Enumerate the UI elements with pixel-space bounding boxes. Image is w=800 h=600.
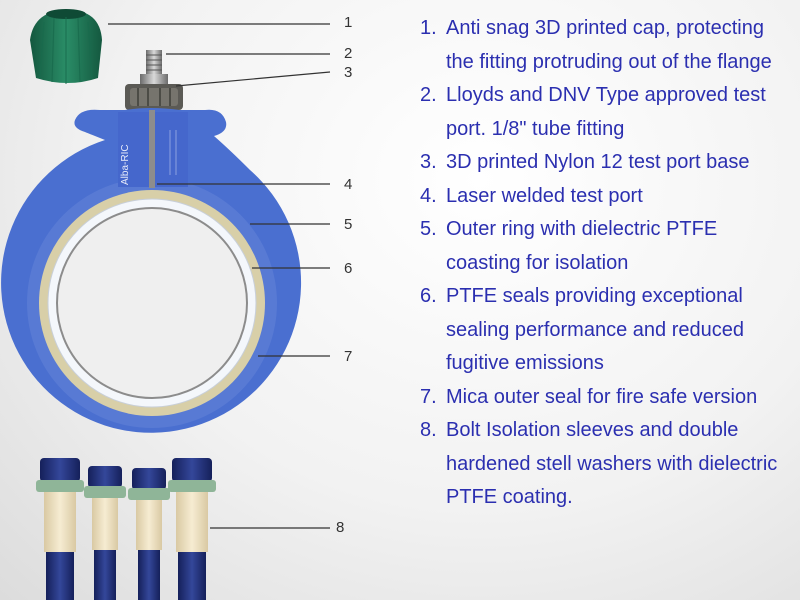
legend-text: PTFE seals providing exceptional sealing… bbox=[446, 285, 744, 374]
callout-4: 4 bbox=[344, 176, 353, 193]
callout-8: 8 bbox=[336, 519, 345, 536]
legend-text: Outer ring with dielectric PTFE coasting… bbox=[446, 218, 718, 274]
legend-text: Bolt Isolation sleeves and double harden… bbox=[446, 419, 778, 508]
nylon-test-port-base bbox=[125, 84, 183, 110]
bolt bbox=[128, 468, 170, 600]
bolt-isolation-set bbox=[36, 458, 216, 600]
legend-text: Anti snag 3D printed cap, protecting the… bbox=[446, 17, 772, 73]
legend-item-4: 4. Laser welded test port bbox=[420, 180, 795, 214]
legend-number: 3. bbox=[420, 151, 437, 173]
laser-welded-test-port bbox=[149, 110, 155, 188]
logo-text: Alba-RIC bbox=[120, 144, 131, 185]
inner-bore bbox=[56, 207, 248, 399]
legend-text: Mica outer seal for fire safe version bbox=[446, 385, 758, 408]
component-legend: 1. Anti snag 3D printed cap, protecting t… bbox=[420, 12, 795, 515]
legend-number: 8. bbox=[420, 419, 437, 441]
legend-number: 5. bbox=[420, 218, 437, 240]
legend-text: 3D printed Nylon 12 test port base bbox=[446, 151, 750, 173]
bolt bbox=[84, 466, 126, 600]
legend-item-5: 5. Outer ring with dielectric PTFE coasti… bbox=[420, 213, 795, 280]
legend-number: 4. bbox=[420, 184, 437, 207]
legend-item-3: 3. 3D printed Nylon 12 test port base bbox=[420, 146, 795, 180]
legend-item-6: 6. PTFE seals providing exceptional seali… bbox=[420, 280, 795, 381]
bolt bbox=[168, 458, 216, 600]
printed-cap bbox=[30, 9, 102, 84]
bolt bbox=[36, 458, 84, 600]
legend-item-8: 8. Bolt Isolation sleeves and double hard… bbox=[420, 414, 795, 515]
callout-1: 1 bbox=[344, 14, 353, 31]
legend-item-7: 7. Mica outer seal for fire safe version bbox=[420, 381, 795, 415]
leader-line-3 bbox=[175, 71, 331, 87]
callout-6: 6 bbox=[344, 260, 353, 277]
legend-number: 1. bbox=[420, 17, 437, 39]
legend-text: Laser welded test port bbox=[446, 184, 643, 207]
callout-2: 2 bbox=[344, 45, 353, 62]
legend-item-1: 1. Anti snag 3D printed cap, protecting t… bbox=[420, 12, 795, 79]
leader-lines bbox=[108, 23, 331, 529]
callout-3: 3 bbox=[344, 64, 353, 81]
legend-number: 7. bbox=[420, 385, 437, 408]
legend-number: 6. bbox=[420, 285, 437, 307]
legend-item-2: 2. Lloyds and DNV Type approved test port… bbox=[420, 79, 795, 146]
callout-7: 7 bbox=[344, 348, 353, 365]
callout-5: 5 bbox=[344, 216, 353, 233]
test-port-fitting bbox=[140, 50, 168, 84]
legend-number: 2. bbox=[420, 84, 437, 106]
legend-text: Lloyds and DNV Type approved test port. … bbox=[446, 84, 766, 140]
